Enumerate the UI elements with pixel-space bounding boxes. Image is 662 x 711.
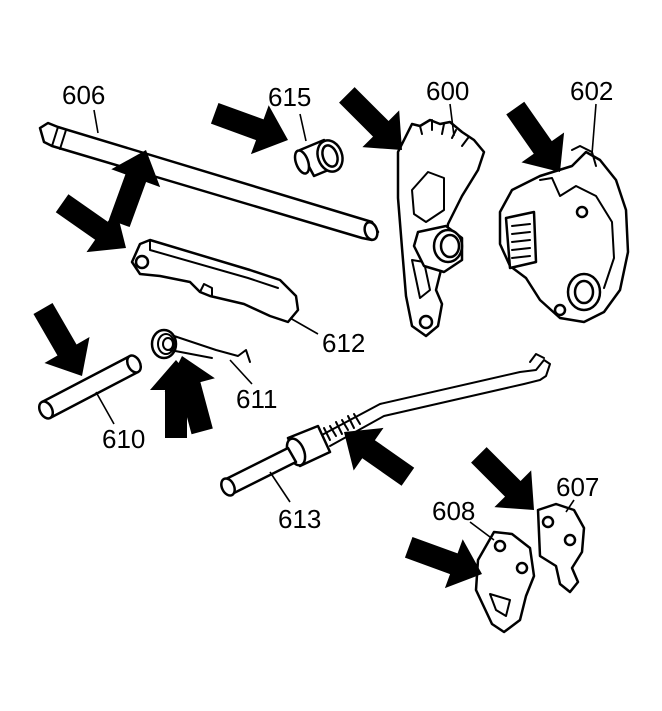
leader-613	[269, 471, 291, 503]
label-606: 606	[62, 80, 105, 110]
leader-602	[591, 103, 597, 155]
part-608-bracket	[474, 530, 536, 634]
label-615: 615	[268, 82, 311, 112]
label-610: 610	[102, 424, 145, 454]
part-610-pin	[37, 354, 143, 420]
leader-611	[229, 359, 253, 385]
leader-600	[449, 103, 455, 137]
part-606-manual-shaft	[38, 121, 380, 242]
label-612: 612	[322, 328, 365, 358]
label-607: 607	[556, 472, 599, 502]
part-612-detent-spring	[130, 238, 300, 324]
leader-615	[299, 113, 307, 142]
leader-607	[565, 499, 575, 513]
part-607-bracket	[536, 502, 586, 594]
label-611: 611	[236, 384, 277, 414]
part-615-bushing	[293, 138, 344, 178]
part-600-detent-lever	[396, 118, 486, 338]
leader-606	[93, 109, 99, 134]
part-613-actuator-rod	[220, 353, 551, 497]
leader-612	[289, 317, 319, 335]
label-608: 608	[432, 496, 475, 526]
label-600: 600	[426, 76, 469, 106]
label-613: 613	[278, 504, 321, 534]
label-602: 602	[570, 76, 613, 106]
leader-610	[95, 391, 115, 425]
part-602-position-switch	[498, 145, 630, 324]
part-611-coil-spring	[150, 328, 251, 363]
leader-608	[469, 521, 495, 541]
